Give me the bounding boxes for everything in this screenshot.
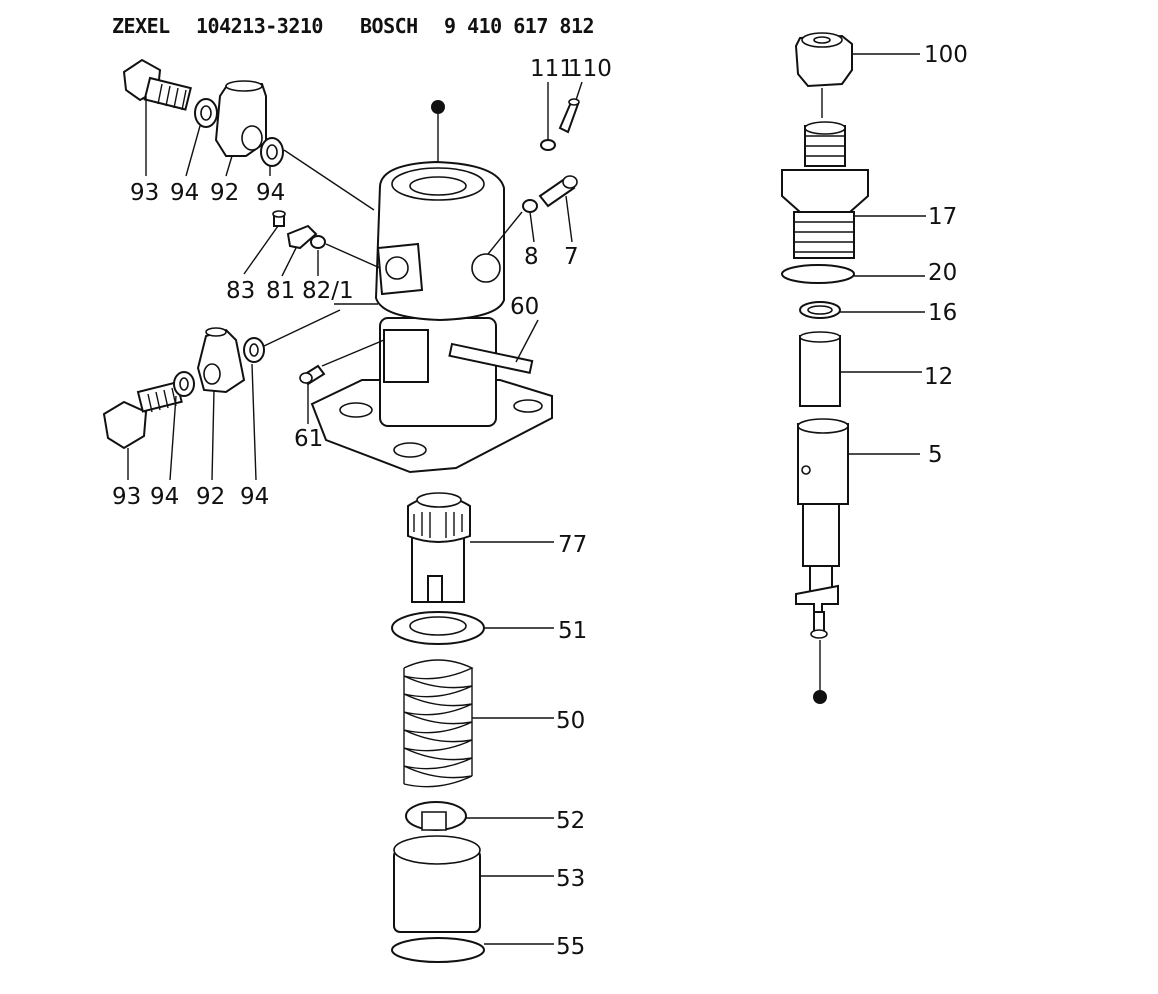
callout-5: 5 xyxy=(928,442,943,468)
callout-92-lower: 92 xyxy=(196,484,225,510)
callout-17: 17 xyxy=(928,204,957,230)
part-50-plunger-spring[interactable] xyxy=(403,659,474,788)
part-16-gasket[interactable] xyxy=(799,301,841,319)
part-77-control-sleeve[interactable] xyxy=(407,492,471,603)
callout-94-upper-b: 94 xyxy=(256,180,285,206)
part-93-banjo-bolt-lower[interactable] xyxy=(102,381,183,450)
part-8-washer[interactable] xyxy=(522,199,538,213)
part-61-screw[interactable] xyxy=(299,364,326,386)
callout-51: 51 xyxy=(558,618,587,644)
alignment-dot-upper xyxy=(431,100,445,114)
callout-93-upper: 93 xyxy=(130,180,159,206)
callout-100: 100 xyxy=(924,42,968,68)
part-12-delivery-valve[interactable] xyxy=(799,331,841,407)
part-110-bleed-fitting[interactable] xyxy=(558,98,580,134)
part-55-snap-ring[interactable] xyxy=(391,937,485,963)
part-83-screw[interactable] xyxy=(272,210,286,227)
header-part-number-bosch: 9 410 617 812 xyxy=(444,14,595,38)
part-81-lock-plate[interactable] xyxy=(286,224,318,250)
alignment-dot-lower xyxy=(813,690,827,704)
part-100-nut[interactable] xyxy=(794,32,853,88)
callout-61: 61 xyxy=(294,426,323,452)
part-17-delivery-valve-holder[interactable] xyxy=(781,121,869,259)
part-20-o-ring[interactable] xyxy=(781,264,855,284)
callout-7: 7 xyxy=(564,244,579,270)
callout-83: 83 xyxy=(226,278,255,304)
callout-94-lower-b: 94 xyxy=(240,484,269,510)
callout-53: 53 xyxy=(556,866,585,892)
header-brand-bosch: BOSCH xyxy=(360,14,418,38)
callout-16: 16 xyxy=(928,300,957,326)
callout-60: 60 xyxy=(510,294,539,320)
callout-93-lower: 93 xyxy=(112,484,141,510)
callout-111: 111 xyxy=(530,56,574,82)
callout-8: 8 xyxy=(524,244,539,270)
part-94-washer-upper-a[interactable] xyxy=(194,98,218,128)
part-94-washer-lower-b[interactable] xyxy=(243,337,265,363)
callout-77: 77 xyxy=(558,532,587,558)
part-94-washer-lower-a[interactable] xyxy=(173,371,195,397)
callout-82-1: 82/1 xyxy=(302,278,354,304)
part-93-banjo-bolt-upper[interactable] xyxy=(122,58,192,111)
callout-94-lower-a: 94 xyxy=(150,484,179,510)
callout-20: 20 xyxy=(928,260,957,286)
part-94-washer-upper-b[interactable] xyxy=(260,137,284,167)
header-part-number-zexel: 104213-3210 xyxy=(196,14,323,38)
callout-52: 52 xyxy=(556,808,585,834)
callout-55: 55 xyxy=(556,934,585,960)
part-82-1-washer[interactable] xyxy=(310,235,326,249)
part-111-bleed-screw[interactable] xyxy=(540,139,556,151)
header-brand-zexel: ZEXEL xyxy=(112,14,170,38)
part-5-plunger-and-barrel[interactable] xyxy=(795,418,849,639)
callout-94-upper-a: 94 xyxy=(170,180,199,206)
part-53-tappet[interactable] xyxy=(393,835,481,933)
part-92-banjo-upper[interactable] xyxy=(214,80,267,157)
part-92-banjo-lower[interactable] xyxy=(196,327,246,394)
part-7-screw[interactable] xyxy=(538,175,578,208)
part-51-spring-seat-upper[interactable] xyxy=(391,611,485,645)
callout-92-upper: 92 xyxy=(210,180,239,206)
part-60-pump-housing[interactable] xyxy=(310,160,553,474)
callout-110: 110 xyxy=(568,56,612,82)
callout-12: 12 xyxy=(924,364,953,390)
callout-50: 50 xyxy=(556,708,585,734)
callout-81: 81 xyxy=(266,278,295,304)
part-52-spring-seat-lower[interactable] xyxy=(405,801,467,831)
